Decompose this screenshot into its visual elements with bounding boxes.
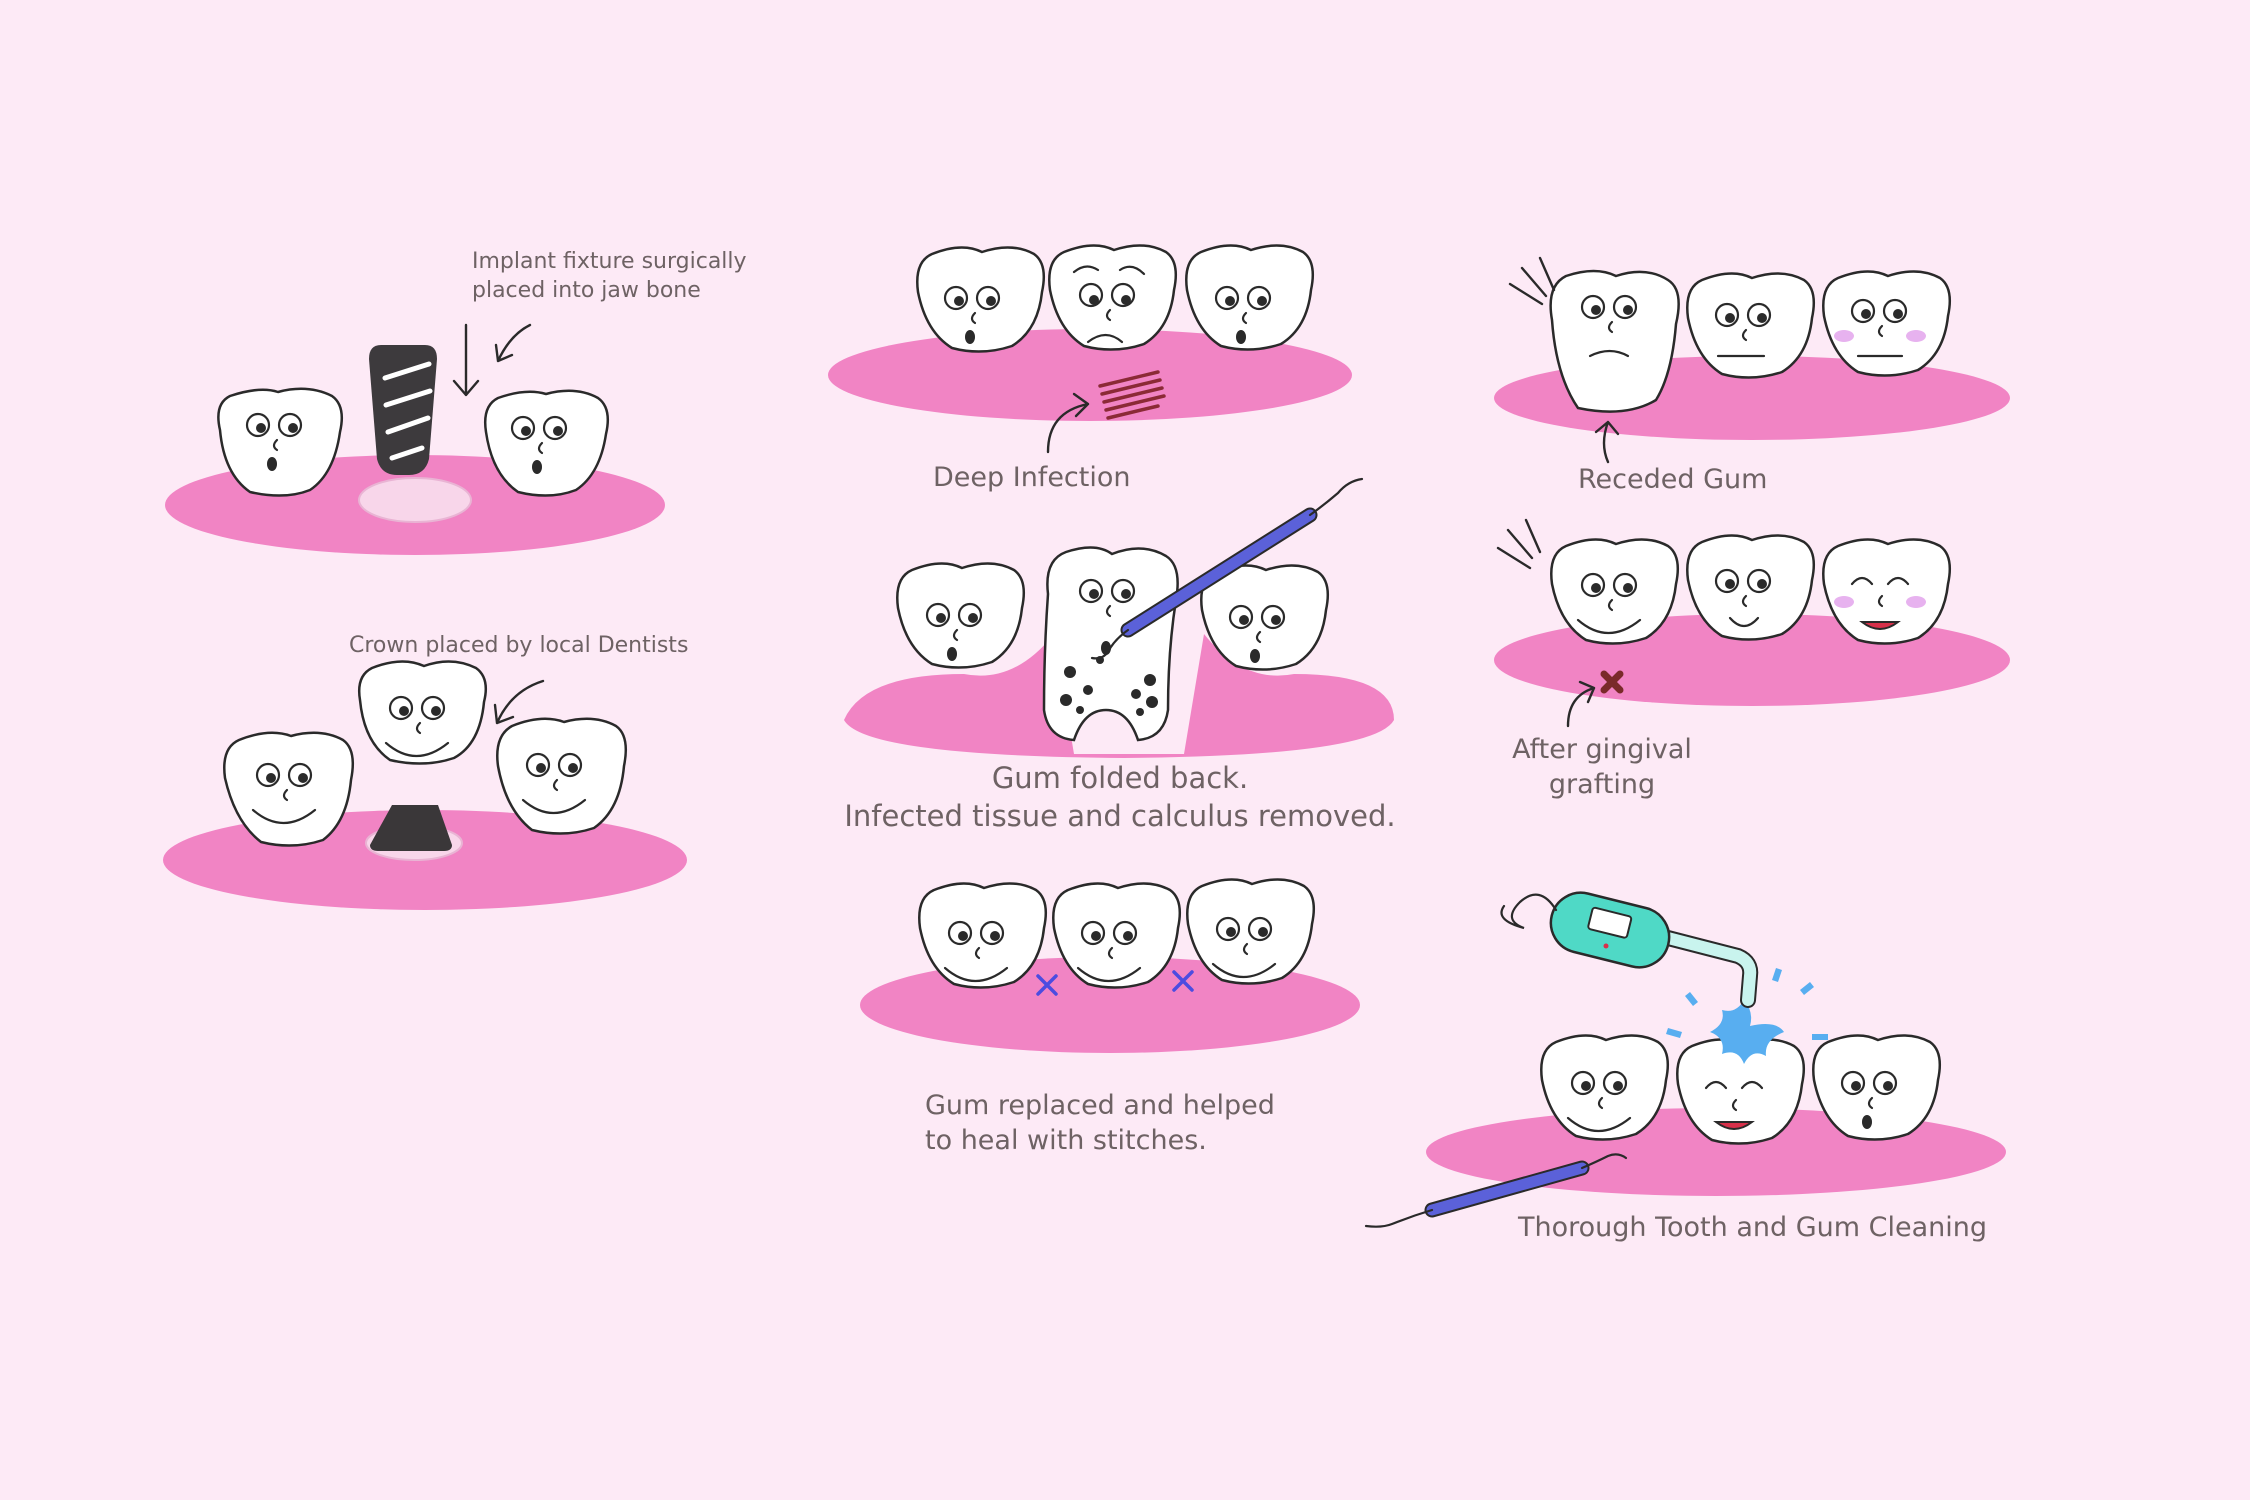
curved-arrow-icon: [1046, 392, 1090, 454]
curved-arrow-icon: [494, 323, 532, 363]
ultrasonic-scaler-icon: [1500, 891, 1759, 1008]
stitch-icon: [1036, 970, 1194, 996]
gum-folded-caption: Gum folded back. Infected tissue and cal…: [844, 761, 1396, 833]
curved-arrow-icon: [1566, 680, 1596, 728]
up-arrow-icon: [1594, 420, 1620, 464]
gingival-grafting-panel: [1494, 518, 2010, 728]
cleaning-panel: [1364, 891, 2006, 1228]
gum-stitches-panel: [860, 878, 1360, 1053]
deep-infection-panel: [828, 244, 1352, 454]
implant-caption: Implant fixture surgically placed into j…: [472, 248, 747, 305]
receded-gum-caption: Receded Gum: [1578, 464, 1768, 495]
receded-gum-panel: [1494, 256, 2010, 464]
crown-caption: Crown placed by local Dentists: [349, 633, 689, 658]
water-splash-icon: [1666, 968, 1828, 1064]
implant-caption-line: Implant fixture surgically placed into j…: [472, 249, 747, 303]
dental-probe-icon: [1364, 1153, 1628, 1228]
down-arrow-icon: [452, 323, 480, 397]
deep-infection-caption: Deep Infection: [933, 462, 1131, 493]
infection-lines: [1098, 370, 1166, 420]
gum-replaced-caption: Gum replaced and helped to heal with sti…: [925, 1090, 1275, 1157]
implant-fixture: [369, 345, 437, 475]
implant-panel: [165, 323, 665, 555]
graft-mark-icon: [1600, 670, 1624, 694]
gum-folded-panel: [844, 477, 1394, 758]
dental-probe-icon: [1090, 477, 1364, 660]
shake-lines-icon: [1508, 256, 1556, 306]
shake-lines-icon: [1496, 518, 1542, 570]
grafting-caption: After gingival grafting: [1512, 734, 1692, 801]
cleaning-caption: Thorough Tooth and Gum Cleaning: [1518, 1212, 1987, 1243]
calculus-spots: [1060, 656, 1158, 716]
curved-arrow-icon: [493, 679, 545, 725]
crown-panel: [163, 660, 687, 910]
